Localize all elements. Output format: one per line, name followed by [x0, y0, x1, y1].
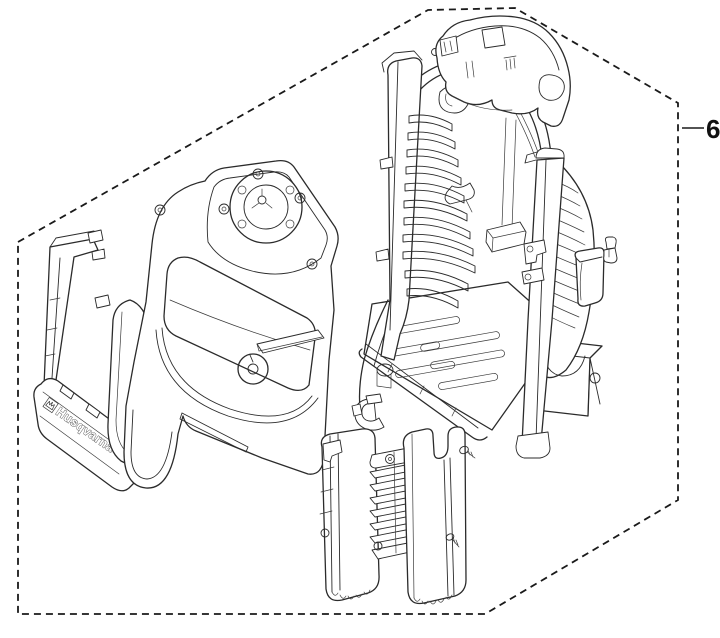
top-handle-cover [435, 15, 571, 127]
hose-guide-tube-right [402, 426, 467, 605]
control-knob [237, 353, 269, 385]
husqvarna-crown-icon [42, 397, 59, 414]
mounting-screws [445, 445, 476, 548]
hose-c-clip [351, 393, 385, 431]
side-cover-panel [574, 247, 605, 307]
screw-bosses [154, 168, 318, 270]
main-chassis-frame [357, 48, 603, 459]
callout-label: 6 [706, 114, 720, 144]
screw-upper [459, 445, 476, 459]
front-cover-panel [107, 159, 339, 489]
latch-clip [603, 236, 618, 264]
hose-guide-tube-left [319, 428, 380, 602]
callout-6: 6 [682, 114, 720, 144]
screw-lower [445, 533, 460, 548]
vent-slats [402, 114, 476, 309]
assembly-boundary [17, 7, 679, 615]
